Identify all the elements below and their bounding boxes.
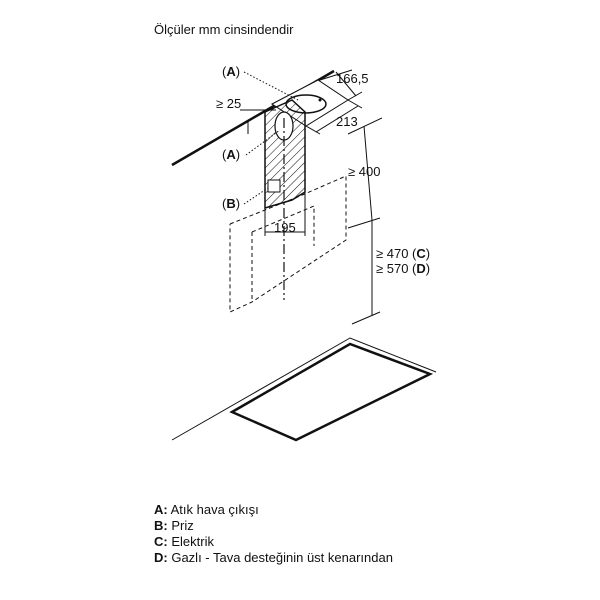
dim-195-label: 195 — [274, 220, 296, 235]
dim-570-label: ≥ 570 (D) — [376, 261, 430, 276]
legend-item-c: C: Elektrik — [154, 534, 214, 549]
legend-item-b: B: Priz — [154, 518, 194, 533]
legend: A: Atık hava çıkışı B: Priz C: Elektrik … — [154, 502, 393, 566]
leader-a-mid — [245, 129, 281, 156]
dim-400-label: ≥ 400 — [348, 164, 380, 179]
hood-outline — [229, 175, 347, 313]
legend-item-d: D: Gazlı - Tava desteğinin üst kenarında… — [154, 550, 393, 565]
dim-470-label: ≥ 470 (C) — [376, 246, 430, 261]
dim-213-label: 213 — [336, 114, 358, 129]
dim-166-label: 166,5 — [336, 71, 369, 86]
leader-b — [243, 187, 269, 205]
dim-25-label: ≥ 25 — [216, 96, 241, 111]
page-title: Ölçüler mm cinsindendir — [154, 22, 294, 37]
legend-item-a: A: Atık hava çıkışı — [154, 502, 259, 517]
dim-25-line — [240, 109, 276, 134]
label-b: (B) — [222, 196, 240, 211]
dim-400-line — [347, 117, 383, 229]
label-a-mid: (A) — [222, 147, 240, 162]
dim-166-line — [319, 69, 363, 101]
hob-outline — [171, 337, 437, 442]
label-a-top: (A) — [222, 64, 240, 79]
dim-213-line — [305, 99, 363, 135]
socket-box — [267, 179, 281, 193]
dim-470-line — [351, 220, 381, 325]
dim-195-line — [264, 192, 306, 236]
